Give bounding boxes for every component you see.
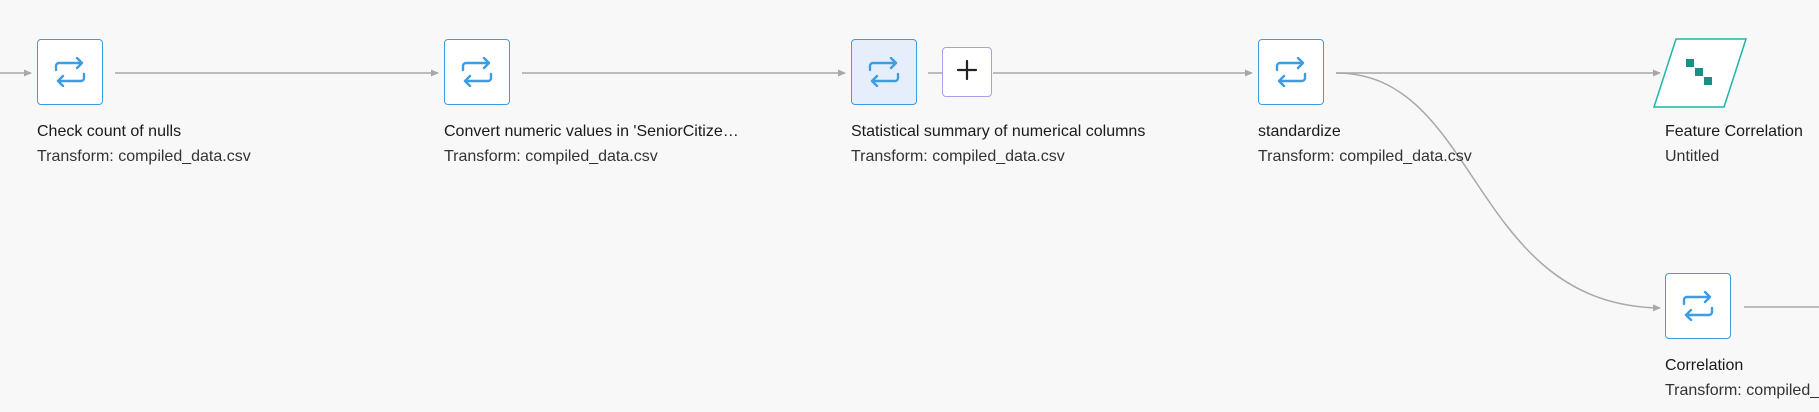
transform-icon: [866, 57, 902, 87]
node-statistical-summary[interactable]: [851, 39, 917, 105]
node-title: Correlation: [1665, 357, 1744, 374]
plus-icon: [955, 58, 979, 87]
node-subtitle: Transform: compiled_data.csv: [1258, 148, 1472, 165]
node-convert-numeric-values[interactable]: [444, 39, 510, 105]
node-subtitle: Untitled: [1665, 148, 1720, 165]
transform-icon: [1273, 57, 1309, 87]
transform-icon: [459, 57, 495, 87]
edge-standardize-to-correlation: [1335, 72, 1661, 312]
transform-icon: [52, 57, 88, 87]
node-feature-correlation[interactable]: [1652, 37, 1748, 109]
node-subtitle: Transform: compiled_data.csv: [37, 148, 251, 165]
node-title: Statistical summary of numerical columns: [851, 123, 1146, 140]
add-step-button[interactable]: [942, 47, 992, 97]
scatter-plot-icon: [1652, 38, 1748, 108]
node-title: standardize: [1258, 123, 1341, 140]
node-title: Check count of nulls: [37, 123, 182, 140]
node-standardize[interactable]: [1258, 39, 1324, 105]
node-subtitle: Transform: compiled_data.csv: [1665, 382, 1819, 399]
node-title: Convert numeric values in 'SeniorCitize…: [444, 123, 739, 140]
node-subtitle: Transform: compiled_data.csv: [444, 148, 658, 165]
node-check-count-of-nulls[interactable]: [37, 39, 103, 105]
node-correlation[interactable]: [1665, 273, 1731, 339]
node-subtitle: Transform: compiled_data.csv: [851, 148, 1065, 165]
node-title: Feature Correlation: [1665, 123, 1803, 140]
transform-icon: [1680, 291, 1716, 321]
